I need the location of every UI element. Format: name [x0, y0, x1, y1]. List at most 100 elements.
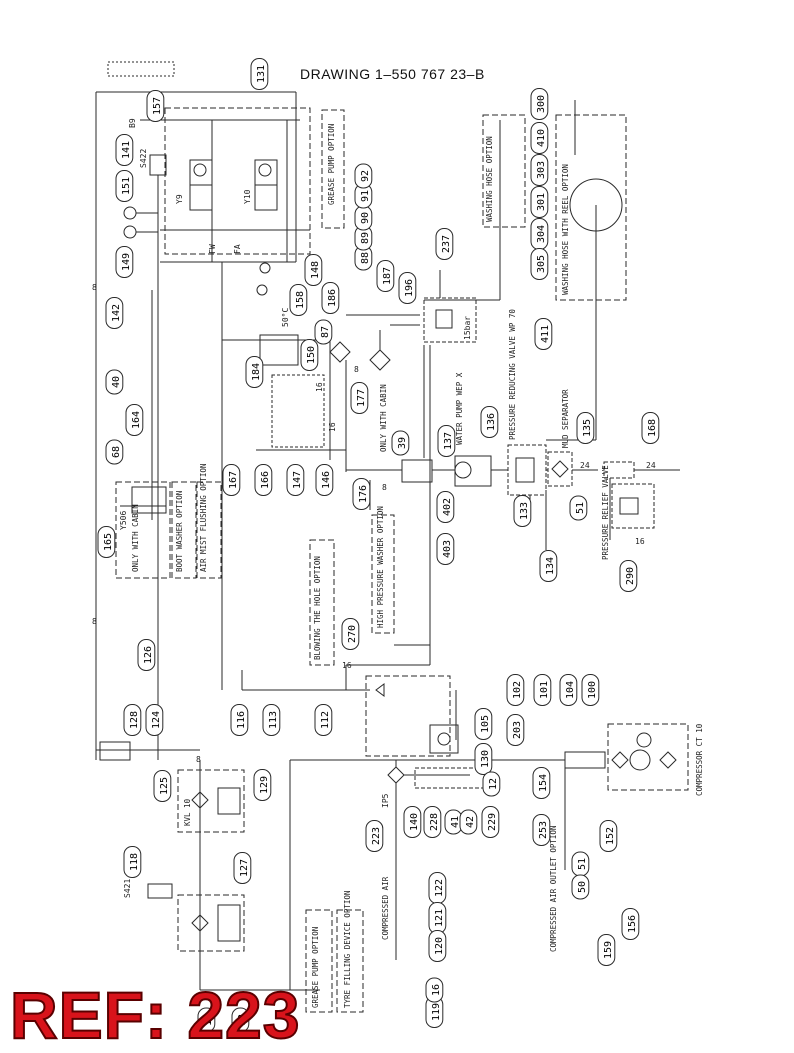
callout-122: 122	[428, 872, 447, 904]
callout-number: 104	[565, 681, 576, 699]
opt-air-outlet: COMPRESSED AIR OUTLET OPTION	[549, 826, 558, 952]
connector-block	[107, 61, 175, 77]
callout-number: 130	[480, 750, 491, 768]
callout-127: 127	[233, 852, 252, 884]
callout-number: 253	[538, 821, 549, 839]
callout-148: 148	[304, 254, 323, 286]
callout-number: 148	[310, 261, 321, 279]
callout-203: 203	[506, 714, 525, 746]
label-8b: 8	[92, 617, 97, 626]
callout-number: 137	[443, 432, 454, 450]
callout-121: 121	[428, 902, 447, 934]
callout-number: 105	[480, 715, 491, 733]
callout-number: 223	[371, 827, 382, 845]
label-temp: 50°C	[281, 308, 290, 327]
callout-113: 113	[262, 704, 281, 736]
callout-number: 167	[228, 471, 239, 489]
opt-washing-reel: WASHING HOSE WITH REEL OPTION	[561, 164, 570, 295]
callout-133: 133	[513, 495, 532, 527]
callout-159: 159	[597, 934, 616, 966]
callout-187: 187	[376, 260, 395, 292]
callout-102: 102	[506, 674, 525, 706]
callout-number: 12	[237, 1014, 248, 1026]
callout-51: 51	[571, 851, 590, 877]
callout-158: 158	[289, 284, 308, 316]
callout-118: 118	[123, 846, 142, 878]
callout-number: 196	[404, 279, 415, 297]
label-y9: Y9	[175, 194, 184, 204]
callout-number: 40	[111, 376, 122, 388]
callout-number: 165	[103, 533, 114, 551]
callout-402: 402	[436, 491, 455, 523]
callout-101: 101	[533, 674, 552, 706]
callout-number: 90	[360, 212, 371, 224]
opt-high-pressure: HIGH PRESSURE WASHER OPTION	[376, 506, 385, 628]
label-8a: 8	[92, 283, 97, 292]
callout-154: 154	[532, 767, 551, 799]
callout-12: 12	[482, 771, 501, 797]
callout-87: 87	[314, 319, 333, 345]
opt-washing-hose: WASHING HOSE OPTION	[485, 136, 494, 222]
callout-270: 270	[341, 618, 360, 650]
callout-number: 135	[582, 419, 593, 437]
callout-149: 149	[115, 246, 134, 278]
callout-number: 228	[429, 813, 440, 831]
callout-number: 127	[239, 859, 250, 877]
callout-147: 147	[286, 464, 305, 496]
opt-grease-pump-bottom: GREASE PUMP OPTION	[311, 927, 320, 1008]
callout-105: 105	[474, 708, 493, 740]
opt-compressor: COMPRESSOR CT 10	[695, 723, 704, 796]
callout-number: 125	[159, 777, 170, 795]
callout-number: 124	[151, 711, 162, 729]
callout-140: 140	[403, 806, 422, 838]
callout-number: 176	[358, 485, 369, 503]
callout-number: 184	[251, 363, 262, 381]
callout-229: 229	[481, 806, 500, 838]
opt-grease-pump-top: GREASE PUMP OPTION	[327, 124, 336, 205]
callout-number: 92	[360, 170, 371, 182]
callout-50: 50	[571, 874, 590, 900]
callout-number: 411	[540, 325, 551, 343]
callout-number: 88	[360, 252, 371, 264]
callout-number: 68	[111, 446, 122, 458]
opt-blowing-hole: BLOWING THE HOLE OPTION	[313, 556, 322, 660]
label-b9: B9	[128, 118, 137, 128]
callout-136: 136	[480, 406, 499, 438]
label-bar: 15bar	[463, 316, 472, 340]
callout-number: 402	[442, 498, 453, 516]
callout-305: 305	[530, 248, 549, 280]
callout-151: 151	[115, 170, 134, 202]
callout-number: 136	[486, 413, 497, 431]
callout-403: 403	[436, 533, 455, 565]
callout-90: 90	[354, 205, 373, 231]
callout-number: 16	[431, 984, 442, 996]
callout-39: 39	[391, 430, 410, 456]
callout-290: 290	[619, 560, 638, 592]
callout-124: 124	[145, 704, 164, 736]
callout-number: 116	[236, 711, 247, 729]
callout-number: 203	[512, 721, 523, 739]
callout-number: 304	[536, 225, 547, 243]
callout-number: 87	[320, 326, 331, 338]
callout-number: 118	[129, 853, 140, 871]
label-24b: 24	[646, 461, 656, 470]
callout-number: 133	[519, 502, 530, 520]
callout-167: 167	[222, 464, 241, 496]
callout-152: 152	[599, 820, 618, 852]
callout-112: 112	[314, 704, 333, 736]
callout-134: 134	[539, 550, 558, 582]
callout-146: 146	[315, 464, 334, 496]
callout-157: 157	[146, 90, 165, 122]
callout-120: 120	[428, 930, 447, 962]
callout-number: 158	[295, 291, 306, 309]
callout-40: 40	[105, 369, 124, 395]
callout-137: 137	[437, 425, 456, 457]
callout-number: 122	[434, 879, 445, 897]
valve-block-y9-y10	[164, 107, 311, 255]
callout-number: 134	[545, 557, 556, 575]
callout-number: 120	[434, 937, 445, 955]
callout-number: 303	[536, 161, 547, 179]
callout-number: 113	[268, 711, 279, 729]
callout-166: 166	[254, 464, 273, 496]
drawing-title: DRAWING 1–550 767 23–B	[300, 66, 485, 82]
